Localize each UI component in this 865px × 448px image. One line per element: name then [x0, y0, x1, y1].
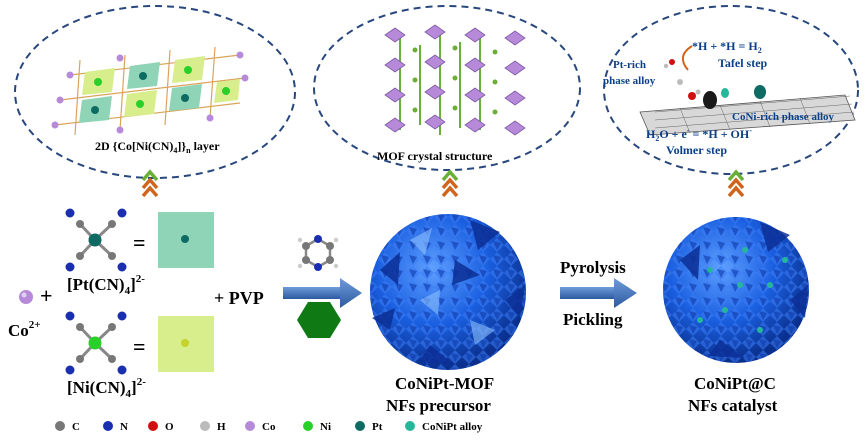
pt-complex-molecule [65, 208, 127, 272]
legend-label: O [165, 421, 174, 433]
legend-label: H [217, 421, 226, 433]
chevron-up-icon [441, 169, 459, 198]
legend-label: Pt [372, 421, 383, 433]
tafel-step-label: Tafel step [718, 56, 768, 70]
ni-square [158, 316, 214, 372]
legend-swatch [303, 421, 313, 431]
bubble-mof-crystal: MOF crystal structure [313, 5, 581, 171]
bubble-2d-layer: 2D {Co[Ni(CN)4]}n layer [14, 5, 296, 179]
co-ion [19, 290, 33, 304]
legend-swatch [55, 421, 65, 431]
co-ion-label: Co2+ [8, 319, 41, 340]
tafel-arrow [681, 45, 693, 71]
legend-swatch [103, 421, 113, 431]
pvp-ring-structure [297, 235, 339, 271]
pickling-label: Pickling [563, 310, 623, 329]
tafel-equation: *H + *H = H2 [692, 39, 762, 55]
legend-item: Co [245, 421, 276, 433]
2d-layer-caption: 2D {Co[Ni(CN)4]}n layer [95, 139, 220, 155]
plus-pvp-label: + PVP [214, 288, 264, 308]
pt-square [158, 212, 214, 268]
legend-item: O [148, 421, 174, 433]
plus-sign-1: + [40, 283, 53, 308]
ni-complex-molecule [65, 311, 127, 375]
equals-sign-1: = [133, 230, 146, 255]
legend-swatch [355, 421, 365, 431]
bubble-her-mechanism: *H + *H = H2 Tafel step Pt-rich phase al… [603, 5, 859, 175]
coni-rich-label: CoNi-rich phase alloy [732, 111, 835, 123]
mof-crystal-caption: MOF crystal structure [377, 149, 493, 163]
legend-item: C [55, 421, 80, 433]
mof-label-line1: CoNiPt-MOF [395, 374, 494, 393]
mof-crystal-structure [384, 24, 526, 136]
legend-item: Pt [355, 421, 383, 433]
catalyst-label-line1: CoNiPt@C [694, 374, 776, 393]
chevron-up-icon [727, 169, 745, 198]
pt-complex-label: [Pt(CN)4]2- [67, 273, 145, 297]
legend-swatch [245, 421, 255, 431]
atom-legend: C N O H Co Ni Pt CoNiPt alloy [55, 421, 483, 433]
chevron-up-icon [141, 169, 159, 198]
legend-swatch [200, 421, 210, 431]
legend-item: Ni [303, 421, 331, 433]
mof-sphere-image [370, 214, 526, 370]
legend-item: N [103, 421, 128, 433]
2d-layer-squares [51, 51, 249, 134]
equals-sign-2: = [133, 334, 146, 359]
legend-label: Ni [320, 421, 331, 433]
legend-label: CoNiPt alloy [422, 421, 483, 433]
ni-complex-label: [Ni(CN)4]2- [67, 376, 146, 400]
pt-rich-label-1: Pt-rich [613, 59, 646, 71]
volmer-equation: H2O + e- = *H + OH- [646, 126, 752, 143]
legend-swatch [148, 421, 158, 431]
legend-item: H [200, 421, 226, 433]
legend-label: N [120, 421, 128, 433]
arrow-right-icon [283, 278, 362, 308]
hexagon-icon [297, 302, 341, 338]
pyrolysis-label: Pyrolysis [560, 258, 626, 277]
arrow-right-icon [560, 278, 637, 308]
legend-label: Co [262, 421, 276, 433]
pt-rich-label-2: phase alloy [603, 75, 656, 87]
carbon-sheet [639, 94, 856, 136]
mof-label-line2: NFs precursor [386, 396, 491, 415]
legend-label: C [72, 421, 80, 433]
volmer-step-label: Volmer step [666, 143, 727, 157]
alloy-particles [663, 59, 766, 109]
legend-item: CoNiPt alloy [405, 421, 483, 433]
catalyst-label-line2: NFs catalyst [688, 396, 778, 415]
catalyst-sphere-image [663, 217, 809, 363]
legend-swatch [405, 421, 415, 431]
